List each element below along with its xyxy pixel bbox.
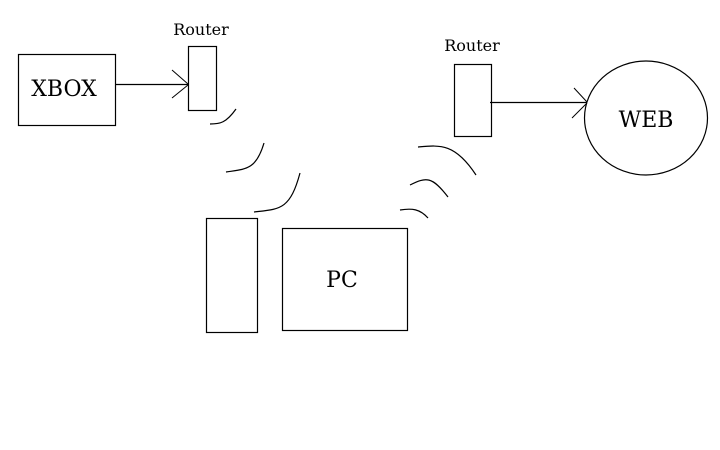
wave-arc-1 [209,108,237,125]
pc-label: PC [326,268,358,293]
arrowhead-upper [171,69,189,85]
router-right-box [453,63,493,138]
wave-arc-3 [417,145,477,176]
pc-node: PC [281,227,409,332]
router-right-label: Router [444,36,500,55]
router-right-node: Router [444,36,500,138]
router-left-node: Router [173,20,229,112]
web-node: WEB [583,60,709,176]
arrow-router-to-web [490,87,588,119]
web-ellipse [583,60,709,176]
web-label: WEB [619,108,674,133]
xbox-box [17,53,117,127]
arrow-xbox-to-router [115,69,189,99]
pc-tower-box [205,217,259,334]
router-left-label: Router [173,20,229,39]
wave-arc-2 [409,179,449,198]
router-left-box [187,45,218,112]
xbox-node: XBOX [17,53,117,127]
arrowhead-upper [573,87,588,103]
arrowhead-lower [571,102,588,119]
wave-arc-1 [399,208,429,219]
pc-box [281,227,409,332]
xbox-label: XBOX [31,77,97,102]
wave-arc-3 [253,172,301,213]
wave-arc-2 [225,142,265,173]
wireless-waves-left [209,108,301,213]
arrowhead-lower [171,84,189,99]
wireless-waves-right [399,145,477,219]
